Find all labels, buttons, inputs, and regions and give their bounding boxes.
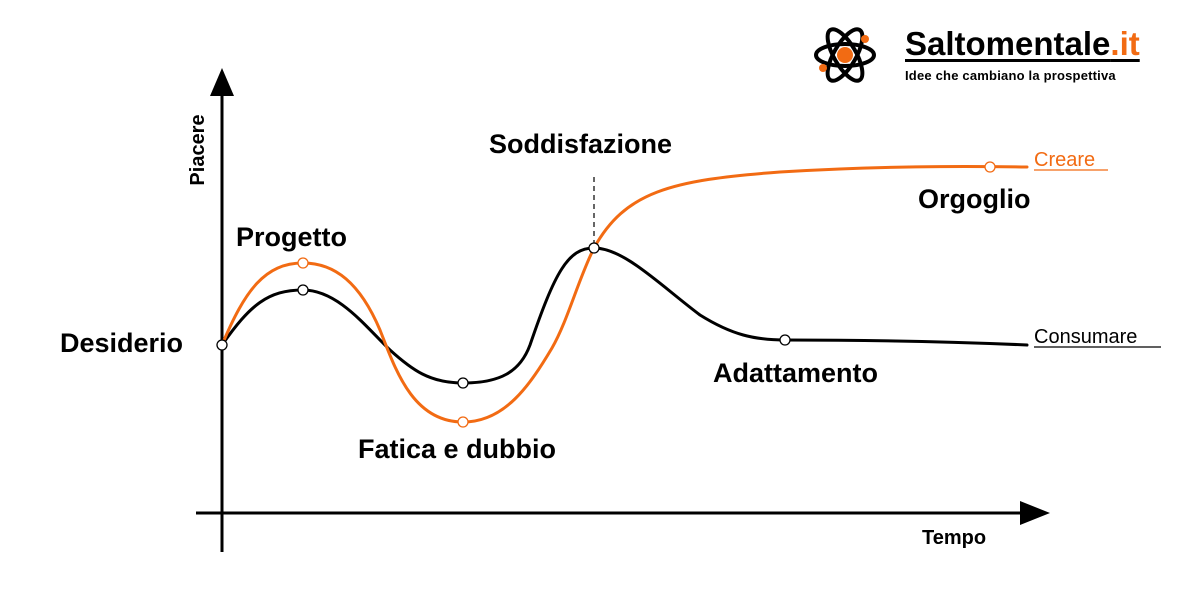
brand-block: Saltomentale.it Idee che cambiano la pro…	[905, 26, 1140, 84]
x-axis-arrow-icon	[1020, 501, 1050, 525]
point-orgoglio	[984, 161, 996, 173]
legend-creare: Creare	[1034, 149, 1095, 171]
label-fatica: Fatica e dubbio	[358, 434, 556, 464]
point-desiderio	[216, 339, 228, 351]
label-desiderio: Desiderio	[60, 328, 183, 358]
point-soddisfazione	[588, 242, 600, 254]
point-progetto-consumare	[297, 284, 309, 296]
atom-icon	[814, 27, 876, 83]
y-axis-label: Piacere	[187, 114, 209, 185]
consumare-curve	[220, 246, 1029, 385]
label-orgoglio: Orgoglio	[918, 184, 1030, 214]
brand-tagline: Idee che cambiano la prospettiva	[905, 68, 1116, 83]
legend-consumare: Consumare	[1034, 326, 1137, 348]
point-fatica-consumare	[457, 377, 469, 389]
point-progetto-creare	[297, 257, 309, 269]
point-fatica-creare	[457, 416, 469, 428]
x-axis-label: Tempo	[922, 527, 986, 549]
brand-name: Saltomentale.it	[905, 26, 1140, 62]
brand-name-text: Saltomentale	[905, 25, 1111, 62]
brand-tld: .it	[1110, 25, 1140, 62]
label-soddisfazione: Soddisfazione	[489, 129, 672, 159]
label-adattamento: Adattamento	[713, 358, 878, 388]
label-progetto: Progetto	[236, 222, 347, 252]
point-adattamento	[779, 334, 791, 346]
creare-curve	[220, 165, 1029, 424]
y-axis-arrow-icon	[210, 68, 234, 96]
